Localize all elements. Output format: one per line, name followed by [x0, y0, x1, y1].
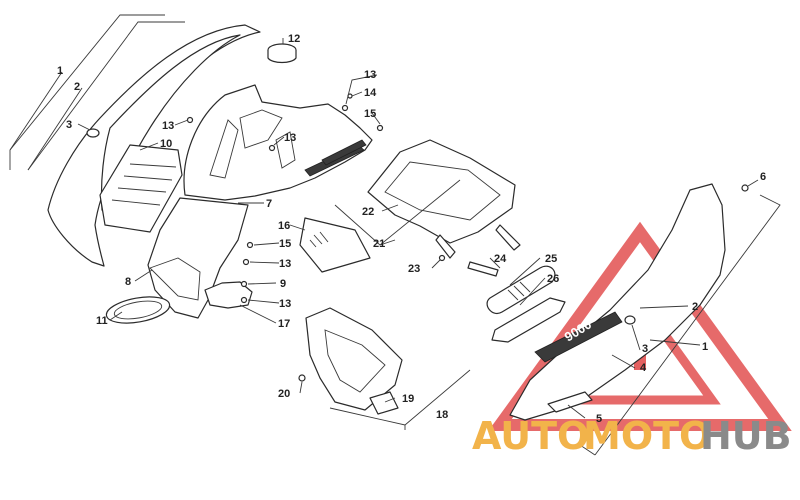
callout-16: 16 [278, 220, 290, 232]
fastener-13a [186, 116, 194, 124]
shield-plate-hatch [309, 231, 329, 248]
callout-23: 23 [408, 263, 420, 275]
callout-17: 17 [278, 318, 290, 330]
tube-25-hatch [507, 281, 531, 301]
fasteners [186, 93, 446, 382]
shield-plate-16 [299, 217, 371, 273]
watermark-triangle-outer [488, 221, 792, 431]
front-cowl-vent-left [209, 119, 239, 179]
watermark-text-auto: AUTO [472, 414, 589, 458]
right-side-panel: 9000 [509, 183, 749, 421]
callout-13-b: 13 [364, 69, 376, 81]
lower-nose-body [147, 197, 249, 319]
callout-3-right: 3 [642, 343, 648, 355]
rib-bracket [99, 144, 183, 233]
front-cowl-body [183, 84, 373, 201]
callout-2-left: 2 [74, 81, 80, 93]
fastener-13e [240, 296, 248, 304]
storage-tray-rod-right [495, 224, 521, 251]
fastener-13c [341, 104, 349, 112]
right-panel-decal-stripe [534, 311, 623, 363]
lower-bracket [305, 307, 403, 415]
fastener-23 [438, 254, 446, 262]
fastener-13b [268, 144, 276, 152]
front-cowl-vent-right [275, 131, 296, 169]
fastener-9 [240, 280, 248, 288]
tube-25 [486, 265, 556, 314]
front-cowl-stripe-2 [321, 139, 367, 166]
leader-lines [9, 14, 781, 456]
lower-nose [105, 197, 249, 324]
lower-bracket-plate-19 [369, 391, 399, 415]
callout-14: 14 [364, 87, 377, 99]
watermark-wordmark: AUTO MOTO HUB [472, 414, 792, 458]
callout-15-b: 15 [279, 238, 291, 250]
callout-12: 12 [288, 33, 300, 45]
callout-24: 24 [494, 253, 507, 265]
callout-10: 10 [160, 138, 172, 150]
headlight-lens-11 [105, 296, 171, 324]
callout-13-c: 13 [284, 132, 296, 144]
callout-15-a: 15 [364, 108, 376, 120]
lower-bracket-inner [324, 329, 386, 393]
callout-22: 22 [362, 206, 374, 218]
callout-13-a: 13 [162, 120, 174, 132]
right-panel-decal-lower [547, 391, 593, 413]
fuel-cap-ring [267, 50, 297, 64]
callout-7: 7 [266, 198, 272, 210]
callout-3-left: 3 [66, 119, 72, 131]
callout-26: 26 [547, 273, 559, 285]
side-panel-clip-3 [86, 128, 100, 138]
callout-labels: 1 2 3 10 13 12 13 14 15 13 7 16 15 13 9 … [57, 33, 766, 425]
callout-4: 4 [640, 362, 647, 374]
rib-bracket-ribs [111, 163, 177, 206]
fuel-cap-12 [267, 43, 297, 64]
fastener-20 [298, 374, 306, 382]
fastener-13d [242, 258, 250, 266]
callout-2-right: 2 [692, 301, 698, 313]
watermark-text-moto: MOTO [583, 414, 711, 458]
lower-nose-grille [149, 257, 201, 301]
callout-25: 25 [545, 253, 557, 265]
storage-tray-body [367, 139, 516, 244]
rod-24 [467, 261, 499, 277]
right-panel-clip-3 [624, 315, 636, 325]
front-cowl [183, 84, 373, 201]
callout-6: 6 [760, 171, 766, 183]
right-panel-screw-6 [741, 184, 749, 192]
fastener-15a [376, 124, 384, 132]
callout-9: 9 [280, 278, 286, 290]
callout-13-d: 13 [279, 258, 291, 270]
callout-13-e: 13 [279, 298, 291, 310]
watermark-text-hub: HUB [700, 414, 792, 458]
front-cowl-vent-top [239, 109, 283, 149]
fastener-15b [246, 241, 254, 249]
callout-5: 5 [596, 413, 602, 425]
bracket-17 [204, 281, 253, 309]
callout-11: 11 [96, 315, 108, 327]
callout-8: 8 [125, 276, 131, 288]
callout-19: 19 [402, 393, 414, 405]
callout-18: 18 [436, 409, 448, 421]
tube-assembly [467, 261, 566, 343]
callout-1-right: 1 [702, 341, 708, 353]
sleeve-26 [491, 297, 566, 343]
storage-tray-inner [384, 161, 501, 221]
headlight-lens-ring [113, 300, 163, 320]
storage-tray-rod-23 [435, 234, 456, 259]
callout-20: 20 [278, 388, 290, 400]
rib-bracket-body [99, 144, 183, 233]
callout-21: 21 [373, 238, 385, 250]
callout-1-left: 1 [57, 65, 63, 77]
storage-tray [367, 139, 521, 259]
